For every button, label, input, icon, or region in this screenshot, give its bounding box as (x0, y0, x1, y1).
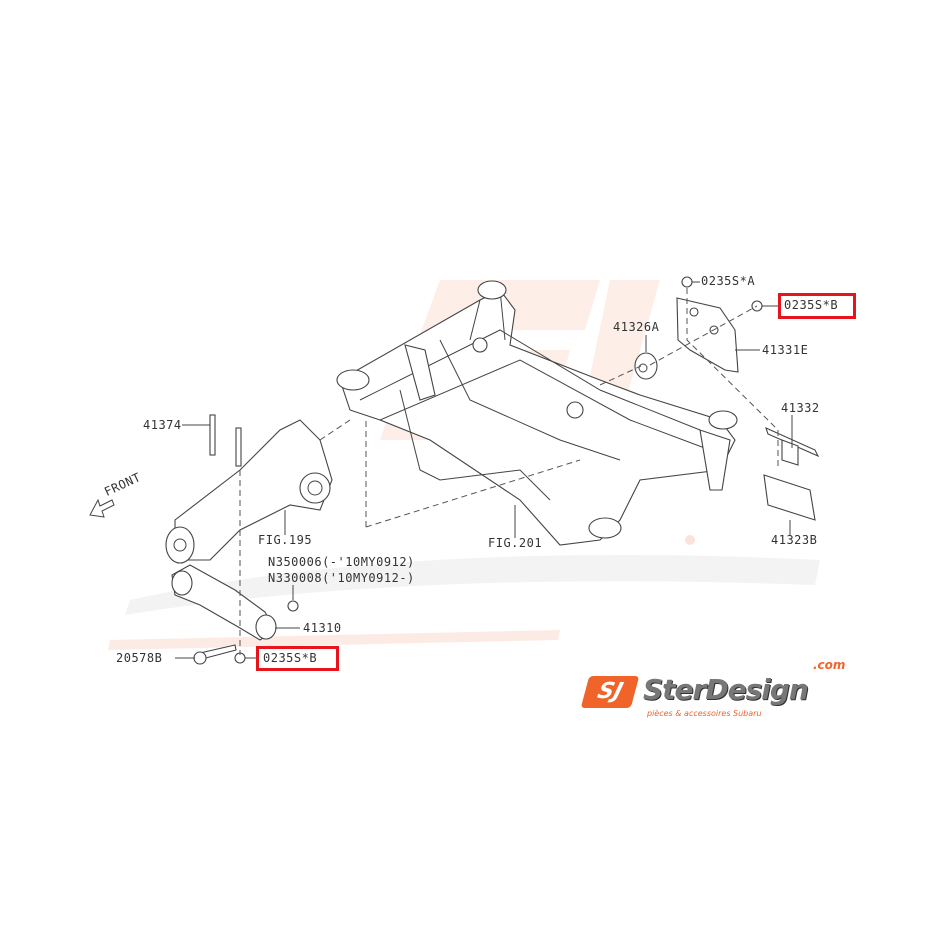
label-41310: 41310 (303, 621, 342, 635)
label-41323b: 41323B (771, 533, 818, 547)
label-n350006: N350006(-'10MY0912) (268, 555, 415, 569)
watermark-brand-swoosh (125, 555, 820, 615)
logo-domain: .com (813, 658, 846, 672)
highlight-0235s-b-top (778, 293, 856, 319)
label-fig-201[interactable]: FIG.201 (488, 536, 543, 550)
label-41374: 41374 (143, 418, 182, 432)
bushing-41326a (634, 352, 658, 380)
nut-0235s-a (681, 276, 693, 288)
label-0235s-a: 0235S*A (701, 274, 756, 288)
label-fig-195[interactable]: FIG.195 (258, 533, 313, 547)
label-0235s-b-top[interactable]: 0235S*B (784, 298, 839, 312)
front-arrow-icon (89, 498, 115, 518)
label-20578b: 20578B (116, 651, 163, 665)
logo-brand: SterDesign (643, 673, 809, 706)
label-41332: 41332 (781, 401, 820, 415)
logo-tagline: pièces & accessoires Subaru (647, 709, 762, 718)
highlight-0235s-b-bottom (256, 646, 339, 671)
watermark-domain-dot (685, 535, 695, 545)
bolt-41374-b (235, 427, 242, 467)
logo-mark: SJ (580, 676, 640, 708)
bolt-41374-a (209, 414, 216, 456)
bracket-41331e (676, 297, 739, 373)
watermark-tagline-band (108, 630, 560, 650)
label-0235s-b-bottom[interactable]: 0235S*B (263, 651, 318, 665)
damper-41323b (763, 474, 816, 521)
sterdesign-logo: SJ SterDesign .com pièces & accessoires … (580, 658, 850, 718)
label-n330008: N330008('10MY0912-) (268, 571, 415, 585)
label-41326a: 41326A (613, 320, 660, 334)
rear-subframe (336, 280, 738, 546)
label-41331e: 41331E (762, 343, 809, 357)
nut-n350006 (287, 600, 299, 612)
